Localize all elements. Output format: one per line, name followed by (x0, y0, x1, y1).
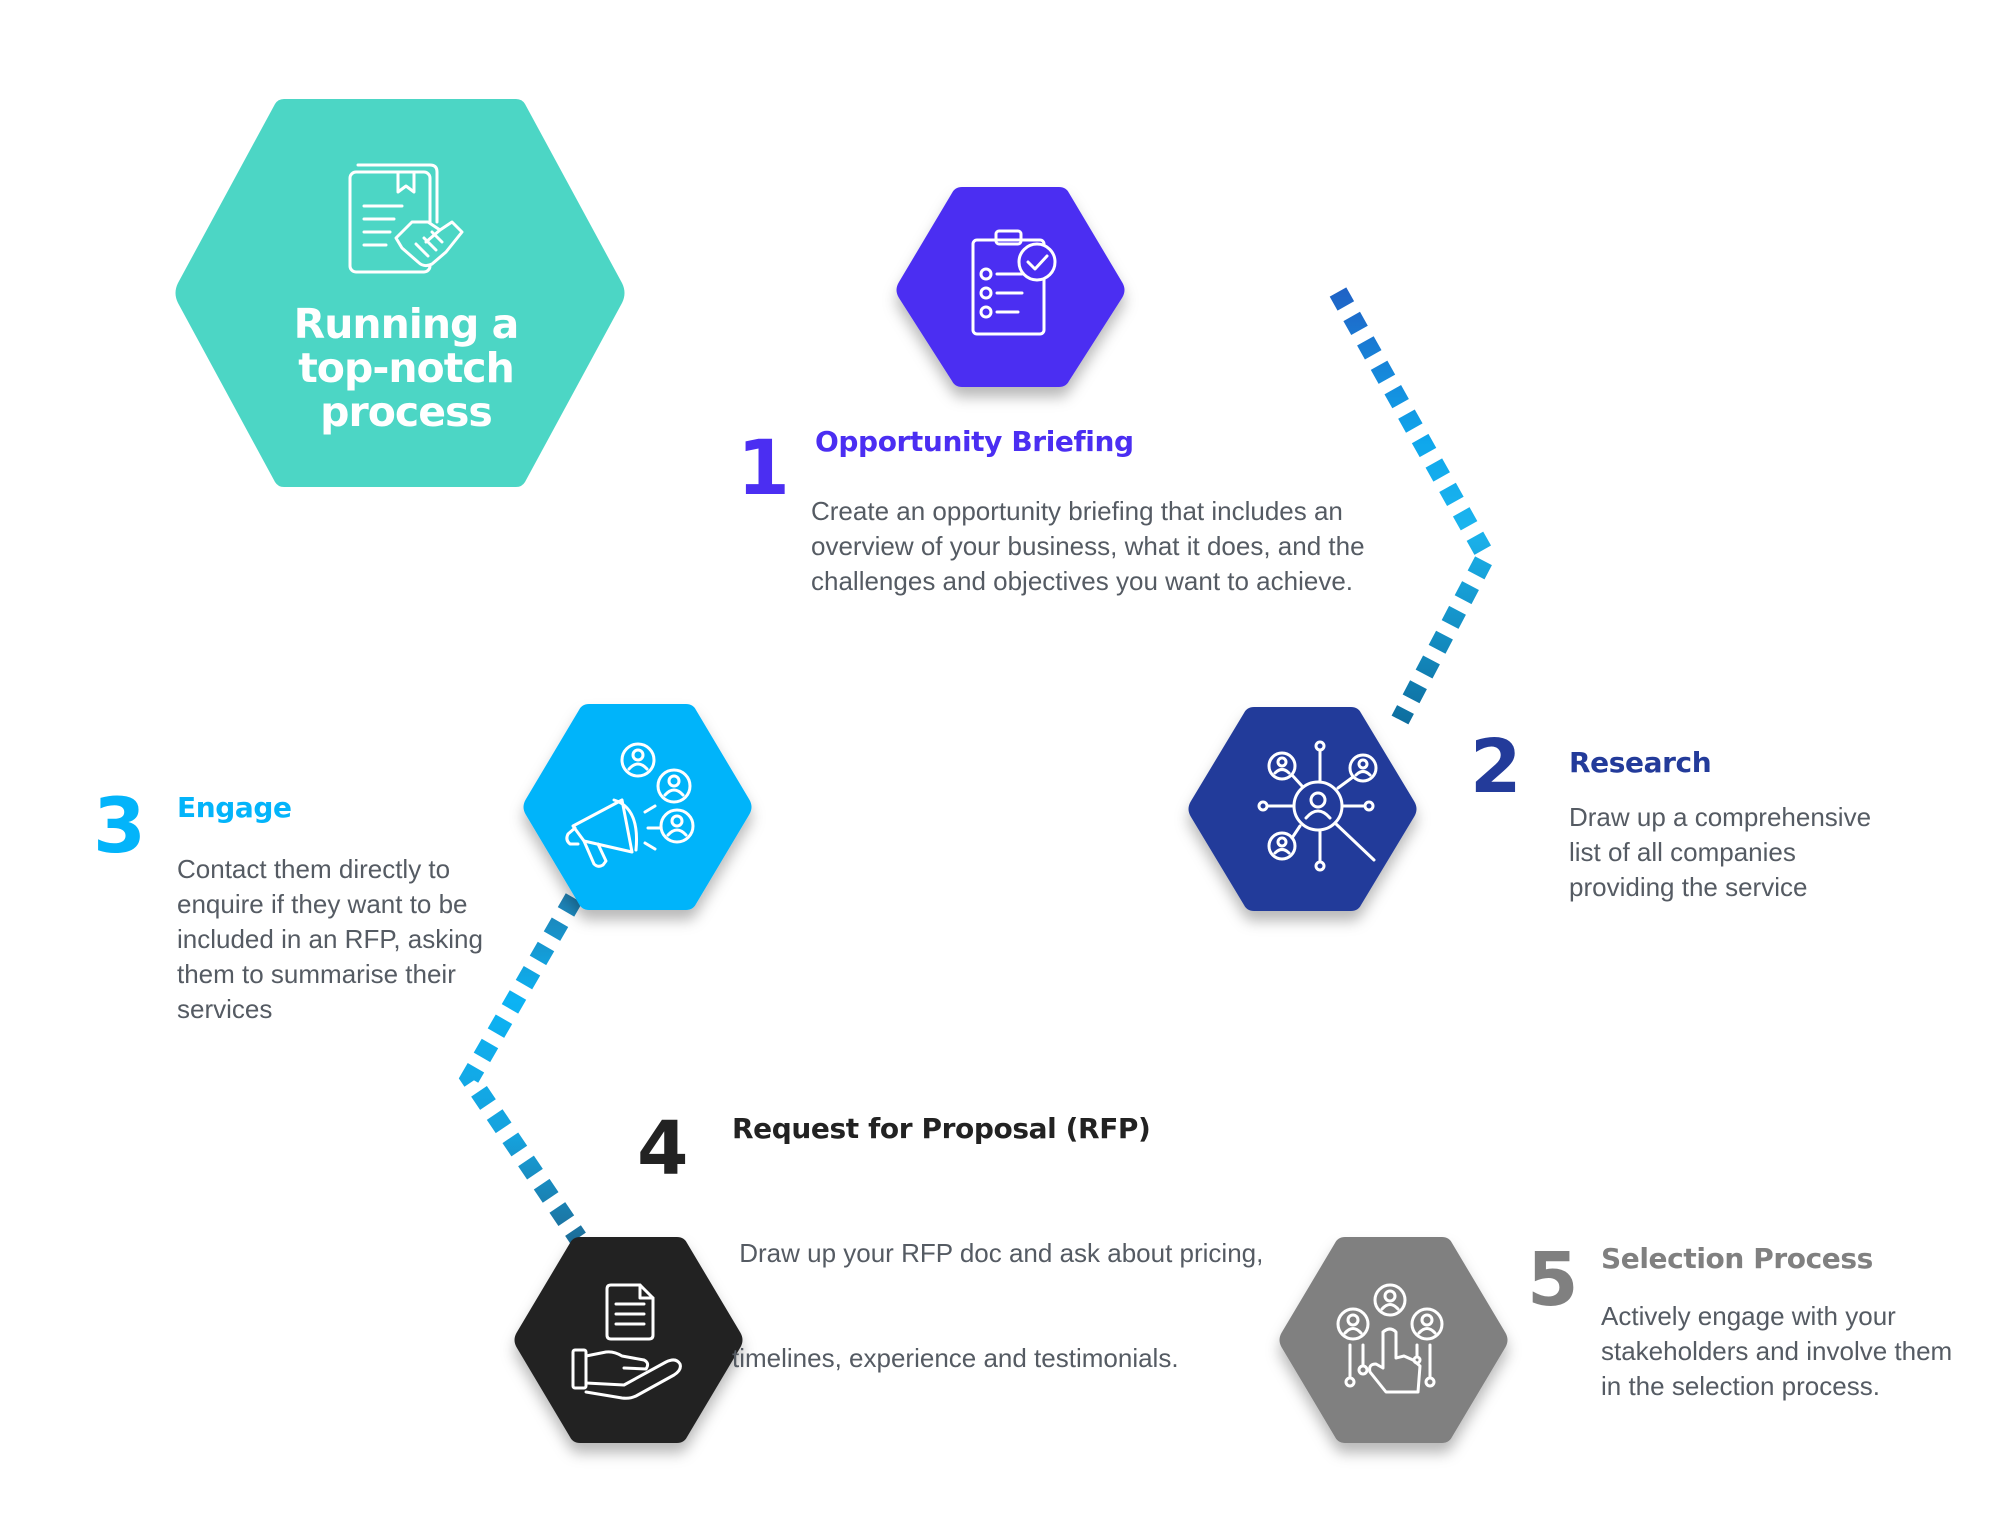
step-5-description: Actively engage with your stakeholders a… (1601, 1299, 1991, 1404)
hero-hexagon: Running a top-notch process (175, 99, 625, 487)
step-3-hexagon-shape (523, 704, 752, 910)
step-4-title: Request for Proposal (RFP) (732, 1112, 1151, 1145)
step-5-title: Selection Process (1601, 1242, 1873, 1275)
step-2-number: 2 (1470, 724, 1521, 810)
step-5-hexagon-shape (1279, 1237, 1508, 1443)
step-2-hexagon-shape (1188, 707, 1417, 911)
step-1-hexagon-shape (896, 187, 1125, 387)
step-4-description-line: timelines, experience and testimonials. (732, 1343, 1179, 1373)
step-1-title: Opportunity Briefing (815, 425, 1134, 458)
step-1-number: 1 (737, 423, 790, 512)
step-3-description-line: Contact them directly to (177, 854, 451, 884)
network-search-icon (1257, 740, 1378, 872)
step-2-description-line: Draw up a comprehensive (1569, 802, 1872, 832)
hand-document-icon (571, 1283, 682, 1400)
step-1-description-line: overview of your business, what it does,… (811, 531, 1365, 561)
hero-title-line-1: Running a (294, 300, 519, 348)
step-3-hexagon (523, 704, 752, 910)
hero-title-line-2: top-notch (298, 344, 514, 392)
step-2-description-line: list of all companies (1569, 837, 1796, 867)
megaphone-people-icon (565, 742, 695, 868)
step-5-number: 5 (1527, 1237, 1578, 1323)
selection-hand-icon (1336, 1283, 1444, 1394)
step-1-hexagon (896, 187, 1125, 387)
step-4-description-line: Draw up your RFP doc and ask about prici… (732, 1238, 1264, 1268)
step-5-description-line: in the selection process. (1601, 1371, 1880, 1401)
step-3-title: Engage (177, 791, 292, 824)
step-5-description-line: Actively engage with your (1601, 1301, 1896, 1331)
hero-hexagon-shape (175, 99, 625, 487)
checklist-icon (971, 229, 1057, 336)
step-3-description-line: them to summarise their (177, 959, 456, 989)
step-2-title: Research (1569, 746, 1712, 779)
step-3-description: Contact them directly to enquire if they… (177, 852, 517, 1027)
step-3-description-line: included in an RFP, asking (177, 924, 483, 954)
document-handshake-icon (348, 163, 464, 274)
step-5-hexagon (1279, 1237, 1508, 1443)
connector-step3-to-step4 (458, 893, 586, 1244)
step-4-description: Draw up your RFP doc and ask about prici… (732, 1166, 1352, 1411)
hero-title-line-3: process (320, 388, 492, 436)
step-3-description-line: services (177, 994, 273, 1024)
step-2-description: Draw up a comprehensive list of all comp… (1569, 800, 1969, 905)
step-5-description-line: stakeholders and involve them (1601, 1336, 1953, 1366)
step-2-hexagon (1188, 707, 1417, 911)
step-2-description-line: providing the service (1569, 872, 1808, 902)
step-1-description-line: Create an opportunity briefing that incl… (811, 496, 1343, 526)
step-3-number: 3 (93, 781, 146, 870)
step-4-number: 4 (637, 1106, 688, 1192)
step-1-description-line: challenges and objectives you want to ac… (811, 566, 1354, 596)
step-1-description: Create an opportunity briefing that incl… (811, 494, 1431, 599)
connector-lines (458, 282, 1497, 1350)
step-3-description-line: enquire if they want to be (177, 889, 468, 919)
connector-step1-to-step2 (1329, 287, 1497, 725)
